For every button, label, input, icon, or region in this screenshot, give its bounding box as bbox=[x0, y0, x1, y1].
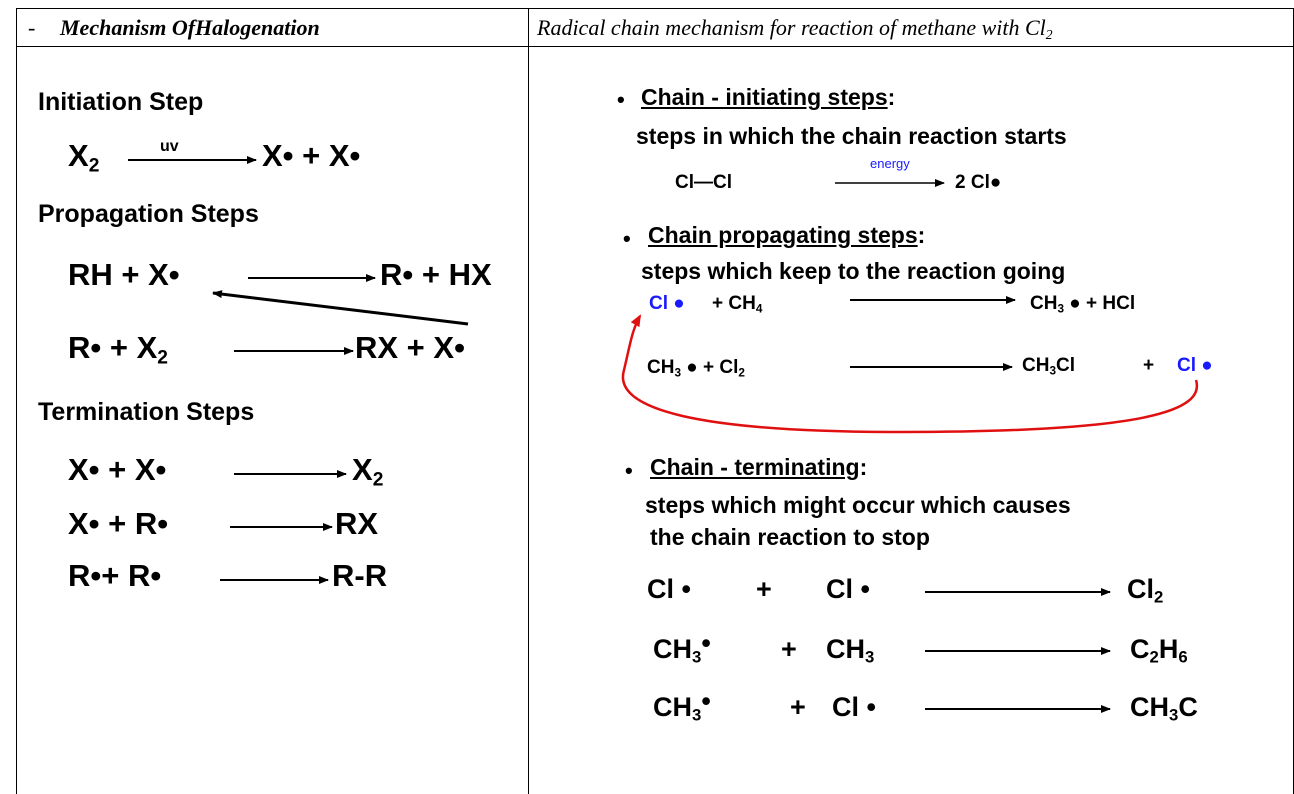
bullet-propagating: • bbox=[623, 226, 631, 251]
t2-product: C2H6 bbox=[1130, 634, 1188, 667]
init-eq-reactant: X2 bbox=[68, 138, 100, 177]
table-top-border bbox=[16, 8, 1294, 9]
p2-cl-radical: Cl ● bbox=[1177, 355, 1213, 376]
table-left-border bbox=[16, 8, 17, 794]
prop2-right: RX + X• bbox=[355, 330, 465, 365]
table-column-divider bbox=[528, 8, 529, 794]
term2-left: X• + R• bbox=[68, 506, 169, 541]
prop2-left: R• + X2 bbox=[68, 330, 168, 369]
term3-right: R-R bbox=[332, 558, 388, 593]
bullet-terminating: • bbox=[625, 458, 633, 483]
t3-b: Cl • bbox=[832, 692, 876, 722]
t2-a: CH3• bbox=[653, 628, 711, 667]
t3-plus: + bbox=[790, 692, 806, 722]
t1-b: Cl • bbox=[826, 574, 870, 604]
table-header-divider bbox=[16, 46, 1294, 47]
feedback-arrow bbox=[212, 290, 469, 326]
bullet-initiating: • bbox=[617, 87, 625, 112]
t3-product: CH3C bbox=[1130, 692, 1198, 725]
left-header-title: Mechanism OfHalogenation bbox=[60, 15, 320, 40]
header-dash: - bbox=[28, 15, 36, 40]
init-eq-left: Cl—Cl bbox=[675, 172, 732, 193]
t1-a: Cl • bbox=[647, 574, 691, 604]
term1-left: X• + X• bbox=[68, 452, 167, 487]
initiation-heading: Initiation Step bbox=[38, 88, 204, 116]
terminating-desc-1: steps which might occur which causes bbox=[645, 492, 1071, 518]
right-header-title: Radical chain mechanism for reaction of … bbox=[537, 15, 1053, 42]
initiating-desc: steps in which the chain reaction starts bbox=[636, 123, 1067, 149]
energy-label: energy bbox=[870, 156, 910, 171]
terminating-desc-2: the chain reaction to stop bbox=[650, 524, 930, 550]
red-chain-arrow bbox=[621, 314, 1199, 434]
p1-plus-ch4: + CH4 bbox=[712, 293, 763, 316]
p2-product-plus: + bbox=[1143, 355, 1155, 376]
term1-right: X2 bbox=[352, 452, 384, 491]
t1-product: Cl2 bbox=[1127, 574, 1164, 607]
initiating-title: Chain - initiating steps: bbox=[641, 84, 896, 110]
p1-products: CH3 ● + HCl bbox=[1030, 293, 1136, 316]
p2-product-ch3cl: CH3Cl bbox=[1022, 355, 1075, 378]
propagating-title: Chain propagating steps: bbox=[648, 222, 926, 248]
t3-a: CH3• bbox=[653, 686, 711, 725]
t1-plus: + bbox=[756, 574, 772, 604]
p1-cl-radical: Cl ● bbox=[649, 293, 685, 314]
terminating-title: Chain - terminating: bbox=[650, 454, 868, 480]
termination-heading: Termination Steps bbox=[38, 398, 255, 426]
propagating-desc: steps which keep to the reaction going bbox=[641, 258, 1066, 284]
term2-right: RX bbox=[335, 506, 379, 541]
init-eq-right: 2 Cl● bbox=[955, 172, 1002, 193]
init-eq-products: X• + X• bbox=[262, 138, 361, 173]
propagation-heading: Propagation Steps bbox=[38, 200, 259, 228]
init-arrow-label: uv bbox=[160, 138, 179, 155]
prop1-right: R• + HX bbox=[380, 257, 492, 292]
prop1-left: RH + X• bbox=[68, 257, 180, 292]
t2-b: CH3 bbox=[826, 634, 875, 667]
p2-reactants: CH3 ● + Cl2 bbox=[647, 357, 745, 380]
term3-left: R•+ R• bbox=[68, 558, 162, 593]
t2-plus: + bbox=[781, 634, 797, 664]
